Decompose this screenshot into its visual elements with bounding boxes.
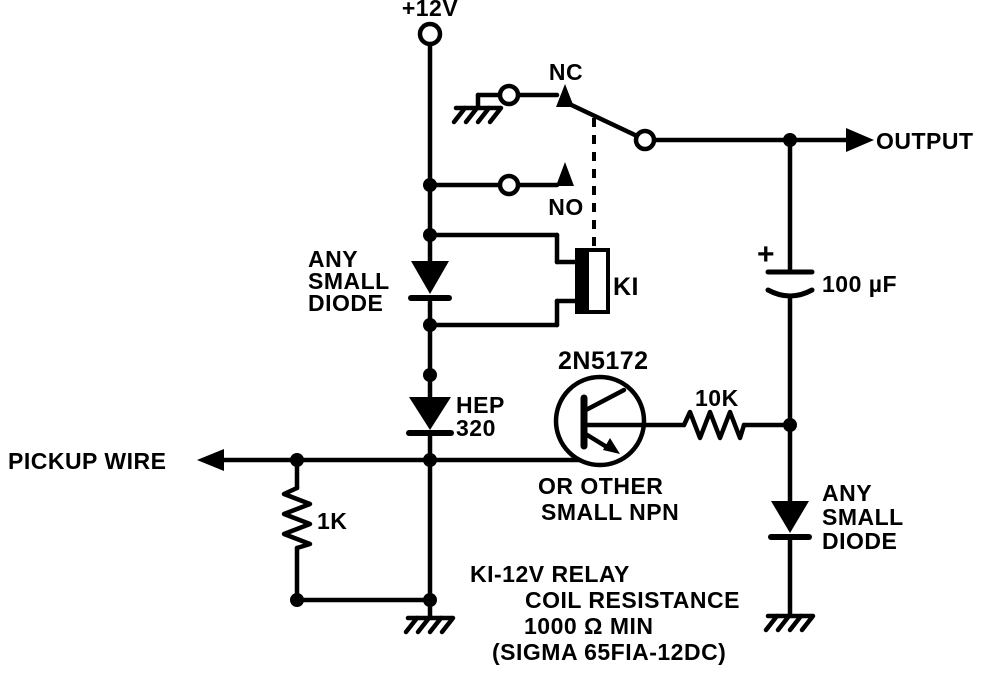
output-diode [768, 501, 812, 540]
flyback-diode [408, 261, 452, 301]
hep320-label-1: HEP [456, 392, 505, 418]
output-arrow [846, 128, 874, 152]
nc-contact-arrow [556, 84, 574, 107]
transistor-2n5172 [553, 374, 647, 468]
supply-terminal [417, 21, 443, 47]
output-label: OUTPUT [876, 128, 974, 154]
no-contact-arrow [556, 162, 574, 186]
note-line-4: (SIGMA 65FIA-12DC) [492, 639, 726, 665]
base-resistor-label: 10K [695, 385, 739, 411]
hep320-diode [406, 397, 454, 436]
transistor-part-label: 2N5172 [558, 347, 649, 375]
note-line-3: 1000 Ω MIN [524, 613, 654, 639]
flyback-diode-label-2: SMALL [308, 268, 390, 294]
relay-label: KI [613, 273, 639, 301]
flyback-diode-label-1: ANY [308, 246, 358, 272]
supply-label: +12V [402, 0, 459, 21]
resistor-10k [681, 409, 747, 441]
pickup-arrow [197, 449, 224, 471]
pickup-resistor-label: 1K [317, 508, 347, 534]
wires [219, 41, 851, 619]
junction-dots [290, 133, 797, 607]
output-diode-label-1: ANY [822, 480, 872, 506]
note-line-2: COIL RESISTANCE [525, 587, 740, 613]
note-line-1: KI-12V RELAY [470, 561, 630, 587]
output-diode-label-2: SMALL [822, 504, 904, 530]
pickup-wire-label: PICKUP WIRE [8, 448, 166, 474]
relay-coil [575, 248, 610, 314]
nc-ground [454, 108, 501, 122]
output-diode-label-3: DIODE [822, 528, 897, 554]
nc-contact-terminal [497, 83, 521, 107]
switch-arm [560, 98, 640, 139]
switch-pivot-terminal [633, 128, 657, 152]
nc-label: NC [549, 59, 583, 85]
resistor-1k [281, 485, 313, 551]
capacitor-100uf [765, 269, 815, 299]
main-ground [406, 618, 453, 632]
no-label: NO [548, 194, 584, 220]
no-contact-terminal [497, 173, 521, 197]
output-ground [766, 616, 813, 630]
capacitor-value-label: 100 µF [822, 271, 897, 297]
transistor-note-1: OR OTHER [538, 473, 663, 499]
transistor-note-2: SMALL NPN [541, 499, 679, 525]
hep320-label-2: 320 [456, 415, 496, 441]
flyback-diode-label-3: DIODE [308, 290, 383, 316]
emitter-arrow [603, 438, 620, 454]
capacitor-polarity-label: + [757, 238, 775, 271]
